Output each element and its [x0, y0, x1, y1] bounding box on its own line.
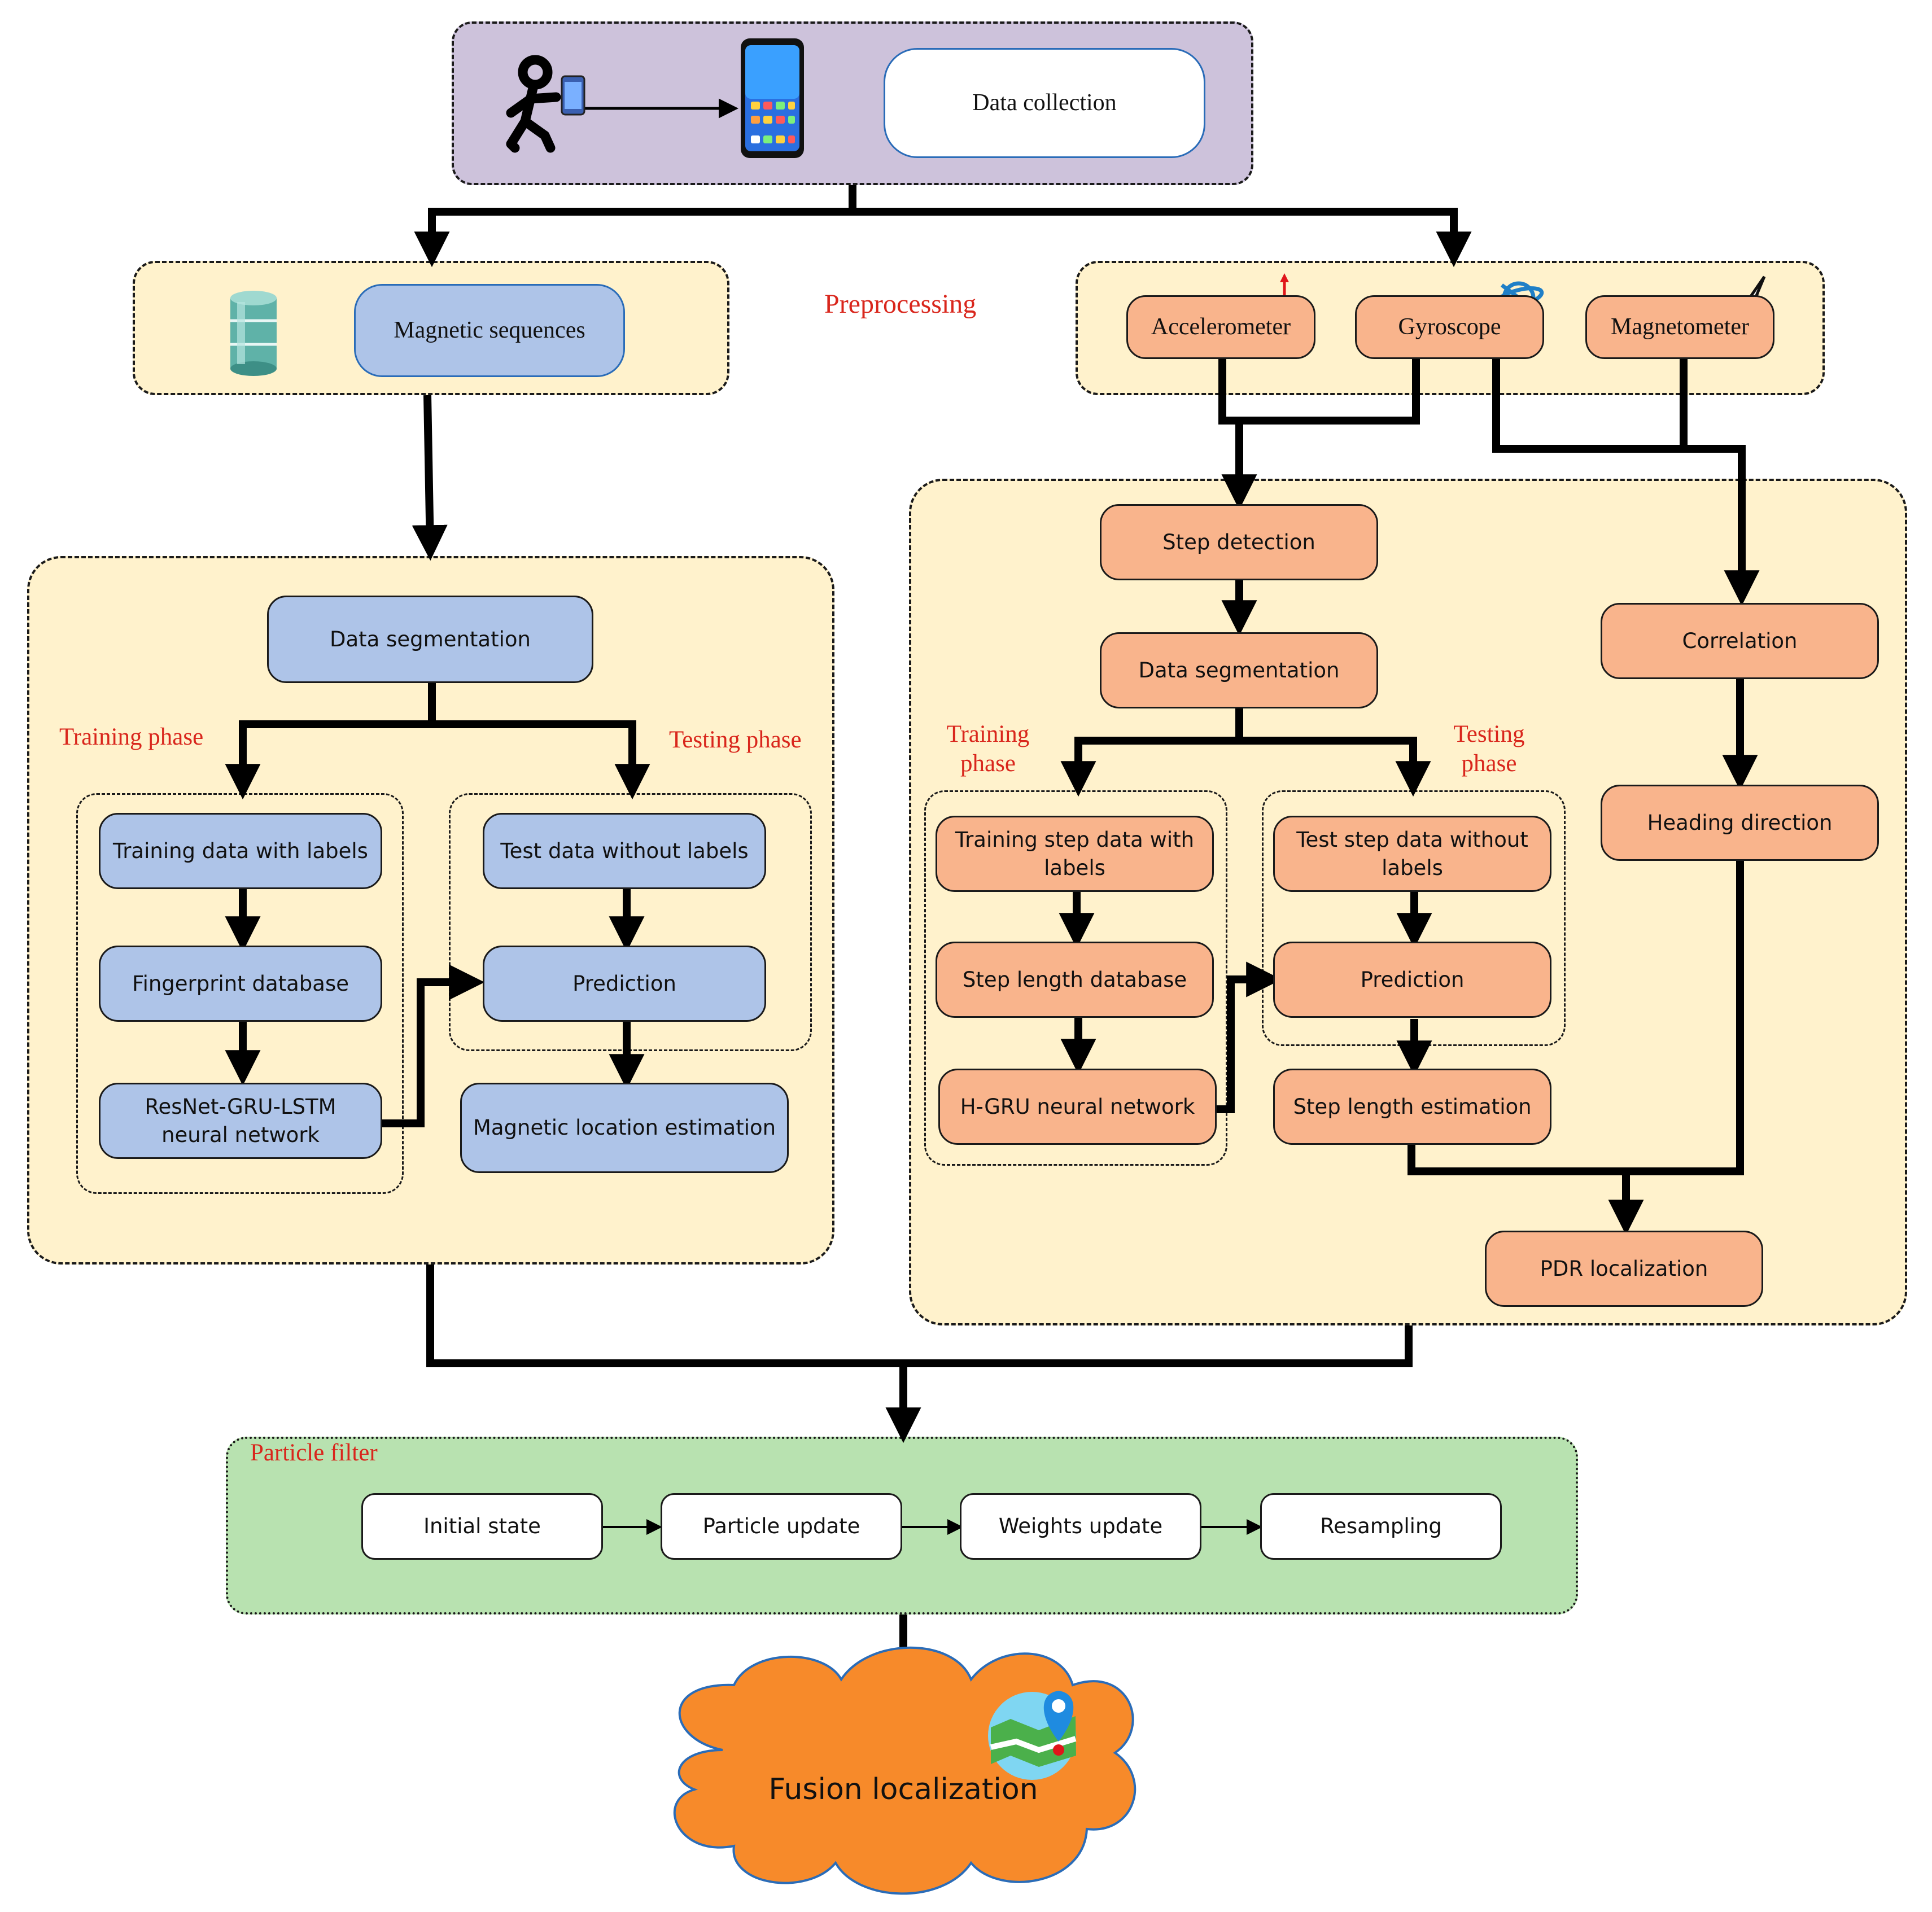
arrow-to-magnetic-sequences: [414, 208, 853, 268]
step-length-estimation-box: Step length estimation: [1273, 1069, 1551, 1145]
initial-state-box: Initial state: [361, 1493, 603, 1560]
magnetic-location-estimation-box: Magnetic location estimation: [460, 1083, 789, 1173]
pdr-prediction-box: Prediction: [1273, 942, 1551, 1018]
fusion-cloud-shape: [673, 1646, 1137, 1895]
resampling-box: Resampling: [1260, 1493, 1502, 1560]
gyroscope-box: Gyroscope: [1355, 295, 1544, 359]
magnetic-data-segmentation-box: Data segmentation: [267, 596, 593, 683]
step-detection-box: Step detection: [1100, 504, 1378, 580]
arrow-gyro-to-correlation: [1492, 356, 1760, 606]
resnet-gru-lstm-box: ResNet-GRU-LSTM neural network: [99, 1083, 382, 1159]
arrow-to-magnetic-module: [412, 395, 448, 561]
arrow-network-to-prediction: [382, 964, 485, 1127]
arrow-pdr-merge: [885, 1325, 1413, 1443]
arrow-to-sensors: [853, 208, 1472, 268]
step-length-database-box: Step length database: [936, 942, 1214, 1018]
magnetometer-box: Magnetometer: [1585, 295, 1774, 359]
pdr-training-phase-label: Training phase: [946, 721, 1030, 777]
arrow-accel-down: [1218, 356, 1239, 425]
database-icon: [230, 291, 277, 376]
test-data-box: Test data without labels: [483, 813, 766, 889]
arrow-magnetic-merge: [426, 1265, 903, 1367]
arrow-to-pdr-localization: [1408, 1140, 1644, 1236]
hgru-network-box: H-GRU neural network: [938, 1069, 1217, 1145]
walking-person-icon: [506, 55, 561, 153]
data-collection-box: Data collection: [884, 48, 1205, 158]
small-phone-icon: [561, 75, 585, 116]
pdr-testing-phase-label: Testing phase: [1453, 721, 1525, 777]
arrow-to-test-data: [432, 720, 650, 800]
accelerometer-box: Accelerometer: [1126, 295, 1315, 359]
magnetic-prediction-box: Prediction: [483, 946, 766, 1022]
arrow-to-training-data: [225, 720, 432, 800]
arrow-gyro-down: [1221, 356, 1420, 510]
smartphone-icon: [741, 38, 804, 158]
arrow-to-training-step: [1060, 737, 1239, 797]
pdr-localization-box: PDR localization: [1485, 1231, 1763, 1307]
preprocessing-label: Preprocessing: [824, 289, 977, 319]
correlation-box: Correlation: [1601, 603, 1879, 679]
arrow-heading-down: [1626, 858, 1744, 1175]
magnetic-testing-phase-label: Testing phase: [669, 727, 802, 753]
arrow-hgru-to-prediction: [1217, 961, 1282, 1113]
particle-update-box: Particle update: [661, 1493, 902, 1560]
arrow-to-test-step: [1239, 737, 1431, 797]
particle-filter-title: Particle filter: [250, 1440, 378, 1466]
training-step-data-box: Training step data with labels: [936, 816, 1214, 892]
magnetic-training-phase-label: Training phase: [59, 724, 204, 750]
heading-direction-box: Heading direction: [1601, 785, 1879, 861]
test-step-data-box: Test step data without labels: [1273, 816, 1551, 892]
fusion-localization-label: Fusion localization: [768, 1773, 1038, 1806]
fingerprint-database-box: Fingerprint database: [99, 946, 382, 1022]
training-data-box: Training data with labels: [99, 813, 382, 889]
magnetic-sequences-box: Magnetic sequences: [354, 284, 625, 377]
pdr-data-segmentation-box: Data segmentation: [1100, 632, 1378, 708]
map-pin-icon: [988, 1691, 1077, 1780]
weights-update-box: Weights update: [960, 1493, 1201, 1560]
